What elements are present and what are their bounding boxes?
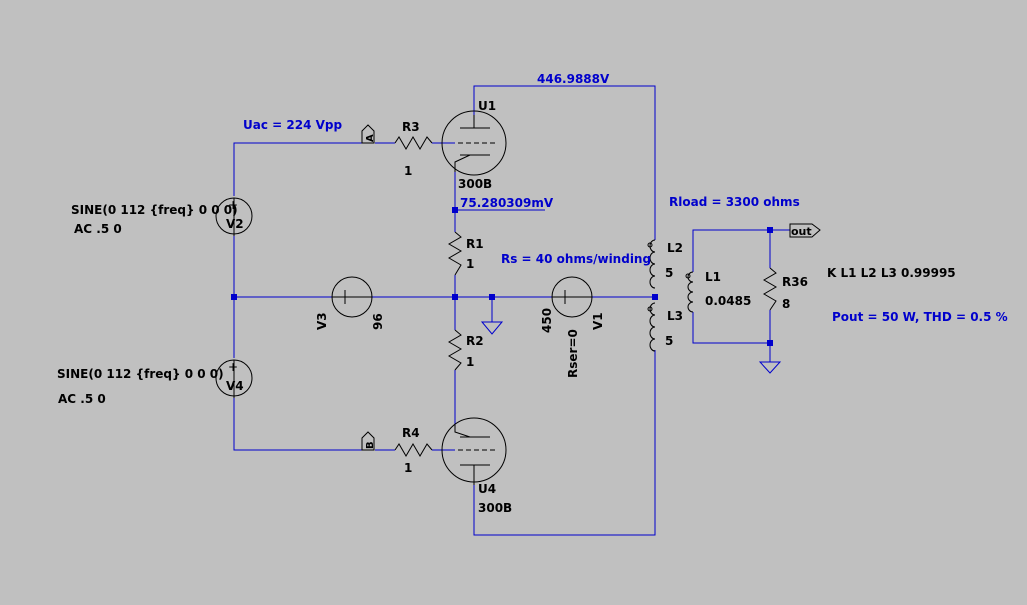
net-flag-b[interactable]: B [361, 431, 376, 451]
r36-name: R36 [782, 275, 808, 289]
r4-name: R4 [402, 426, 420, 440]
v2-spec: SINE(0 112 {freq} 0 0 0) [71, 203, 238, 217]
r4-value: 1 [404, 461, 412, 475]
resistor-r1[interactable] [448, 231, 462, 276]
plate-voltage-label: 446.9888V [537, 72, 610, 86]
v1-rser: Rser=0 [566, 329, 580, 378]
wire-input-b[interactable] [233, 398, 362, 451]
wire-sec-top[interactable] [692, 229, 771, 272]
rs-label: Rs = 40 ohms/winding [501, 252, 651, 266]
net-b-label: B [365, 441, 376, 449]
inductor-l2[interactable] [647, 239, 656, 289]
uac-label: Uac = 224 Vpp [243, 118, 342, 132]
u1-value: 300B [458, 177, 492, 191]
svg-text:+: + [228, 360, 238, 374]
r1-name: R1 [466, 237, 484, 251]
wire-input-a[interactable] [233, 142, 362, 196]
v4-ac: AC .5 0 [58, 392, 106, 406]
source-v2[interactable]: + [215, 197, 253, 236]
net-flag-a[interactable]: A [361, 124, 376, 144]
source-v4[interactable]: + [215, 359, 253, 398]
r1-value: 1 [466, 257, 474, 271]
r2-value: 1 [466, 355, 474, 369]
tube-u1[interactable] [441, 110, 507, 176]
source-v3[interactable] [331, 276, 373, 318]
source-v1[interactable] [551, 276, 593, 318]
resistor-r3[interactable] [394, 136, 433, 150]
l3-name: L3 [667, 309, 683, 323]
resistor-r36[interactable] [763, 267, 777, 311]
inductor-l3[interactable] [647, 302, 656, 352]
junctions [231, 207, 773, 346]
v3-name: V3 [315, 312, 329, 330]
r3-name: R3 [402, 120, 420, 134]
l1-name: L1 [705, 270, 721, 284]
ground-symbol [480, 321, 504, 335]
v2-ac: AC .5 0 [74, 222, 122, 236]
ground-symbol-secondary [758, 361, 782, 374]
r3-value: 1 [404, 164, 412, 178]
v4-name: V4 [226, 379, 244, 393]
net-out-label: out [791, 225, 812, 238]
wire-sec-bottom[interactable] [692, 310, 771, 344]
inductor-l1[interactable] [685, 271, 694, 313]
wire-plate-u4[interactable] [473, 350, 656, 536]
l1-value: 0.0485 [705, 294, 751, 308]
net-a-label: A [365, 134, 376, 142]
resistor-r2[interactable] [448, 329, 462, 371]
net-flag-out[interactable]: out [789, 223, 821, 238]
v1-value: 450 [540, 308, 554, 333]
v4-spec: SINE(0 112 {freq} 0 0 0) [57, 367, 224, 381]
u1-name: U1 [478, 99, 496, 113]
u4-value: 300B [478, 501, 512, 515]
u4-name: U4 [478, 482, 496, 496]
r2-name: R2 [466, 334, 484, 348]
rload-label: Rload = 3300 ohms [669, 195, 800, 209]
pout-label: Pout = 50 W, THD = 0.5 % [832, 310, 1008, 324]
cathode-voltage-label: 75.280309mV [460, 196, 554, 210]
coupling-directive[interactable]: K L1 L2 L3 0.99995 [827, 266, 956, 280]
tube-u4[interactable] [441, 417, 507, 485]
l2-name: L2 [667, 241, 683, 255]
resistor-r4[interactable] [394, 443, 433, 457]
l2-value: 5 [665, 266, 673, 280]
svg-text:+: + [228, 198, 238, 212]
r36-value: 8 [782, 297, 790, 311]
l3-value: 5 [665, 334, 673, 348]
v3-value: 96 [371, 313, 385, 330]
wire-plate-u1[interactable] [473, 85, 656, 240]
v1-name: V1 [591, 312, 605, 330]
wires [233, 85, 790, 536]
v2-name: V2 [226, 217, 244, 231]
